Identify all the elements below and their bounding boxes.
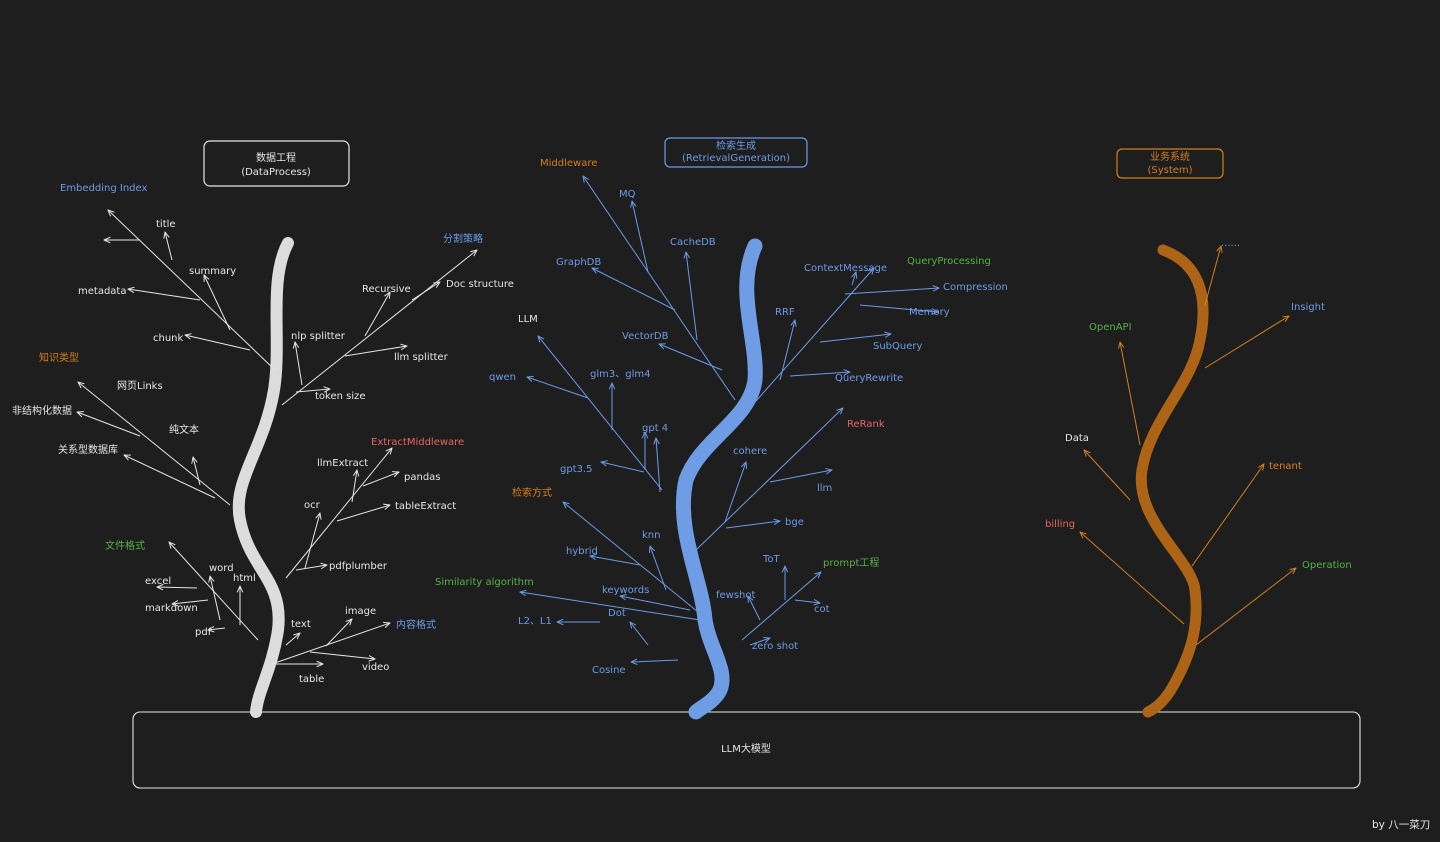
label-tenant: tenant [1269, 461, 1302, 472]
label-knn: knn [642, 530, 660, 541]
label-subquery: SubQuery [873, 341, 923, 352]
label-context-message: ContextMessage [804, 263, 887, 274]
label-data: Data [1065, 433, 1089, 444]
label-mq: MQ [619, 189, 636, 200]
label-billing: billing [1045, 519, 1075, 530]
label-doc-structure: Doc structure [446, 279, 514, 290]
header-system-line1: 业务系统 [1150, 150, 1190, 163]
header-data-process: 数据工程 (DataProcess) [203, 140, 350, 187]
label-token-size: token size [315, 391, 366, 402]
label-zero-shot: zero shot [752, 641, 798, 652]
trunk-data-process [232, 237, 294, 718]
label-rrf: RRF [775, 307, 795, 318]
branches-retrieval [520, 176, 939, 662]
branches-data-process [77, 210, 477, 664]
label-metadata: metadata [78, 286, 126, 297]
label-relational-db: 关系型数据库 [58, 443, 118, 456]
label-table-extract: tableExtract [395, 501, 456, 512]
label-graphdb: GraphDB [556, 257, 601, 268]
label-tot: ToT [762, 554, 781, 565]
label-keywords: keywords [602, 585, 649, 596]
label-hybrid: hybrid [566, 546, 598, 557]
trunk-retrieval [675, 238, 763, 720]
label-cot: cot [814, 604, 830, 615]
label-ellipsis: ...... [1221, 238, 1240, 249]
label-unstructured-data: 非结构化数据 [12, 404, 72, 417]
header-retrieval-generation: 检索生成 (RetrievalGeneration) [664, 137, 808, 168]
label-table: table [299, 674, 324, 685]
label-web-links: 网页Links [117, 380, 163, 392]
label-content-format: 内容格式 [396, 618, 436, 631]
header-system: 业务系统 (System) [1116, 148, 1224, 179]
label-vectordb: VectorDB [622, 331, 669, 342]
header-retrieval-line2: (RetrievalGeneration) [682, 153, 790, 164]
label-title: title [156, 219, 176, 230]
label-pdf: pdf [195, 627, 212, 638]
llm-base: LLM大模型 [132, 711, 1361, 789]
label-pandas: pandas [404, 472, 441, 483]
label-plain-text: 纯文本 [169, 423, 199, 436]
label-cosine: Cosine [592, 665, 626, 676]
label-query-processing: QueryProcessing [907, 256, 991, 267]
label-file-format: 文件格式 [105, 539, 145, 552]
label-insight: Insight [1291, 302, 1325, 313]
label-llm-extract: llmExtract [317, 458, 368, 469]
label-qwen: qwen [489, 372, 516, 383]
labels-retrieval: Middleware MQ CacheDB GraphDB VectorDB L… [435, 158, 1008, 676]
label-knowledge-type: 知识类型 [39, 351, 79, 364]
label-text: text [291, 619, 311, 630]
label-gpt4: gpt 4 [642, 423, 668, 434]
label-excel: excel [145, 576, 171, 587]
label-openapi: OpenAPI [1089, 322, 1132, 333]
label-cohere: cohere [733, 446, 767, 457]
branches-system [1080, 246, 1296, 646]
header-system-line2: (System) [1147, 165, 1192, 176]
header-data-line1: 数据工程 [256, 151, 296, 164]
label-ocr: ocr [304, 500, 321, 511]
label-prompt-eng: prompt工程 [823, 557, 879, 569]
label-rerank: ReRank [847, 419, 885, 430]
label-l2l1: L2、L1 [518, 616, 552, 627]
trunk-system [1135, 244, 1209, 718]
label-retrieval-method: 检索方式 [512, 486, 552, 499]
label-glm: glm3、glm4 [590, 369, 650, 380]
label-dot: Dot [608, 608, 626, 619]
label-fewshot: fewshot [716, 590, 756, 601]
label-gpt35: gpt3.5 [560, 464, 593, 475]
label-image: image [345, 606, 376, 617]
label-embedding-index: Embedding Index [60, 183, 148, 194]
label-compression: Compression [943, 282, 1008, 293]
label-middleware: Middleware [540, 158, 597, 169]
label-word: word [209, 563, 234, 574]
header-retrieval-line1: 检索生成 [716, 139, 756, 152]
label-cachedb: CacheDB [670, 237, 716, 248]
labels-data-process: Embedding Index title summary metadata c… [12, 183, 514, 685]
label-llm-splitter: llm splitter [394, 352, 449, 363]
label-split-strategy: 分割策略 [443, 232, 483, 245]
label-memory: Memory [909, 307, 950, 318]
label-pdfplumber: pdfplumber [329, 561, 388, 572]
label-video: video [362, 662, 389, 673]
label-summary: summary [189, 266, 236, 277]
label-operation: Operation [1302, 560, 1352, 571]
label-recursive: Recursive [362, 284, 411, 295]
label-bge: bge [785, 517, 804, 528]
label-llm-upper: LLM [518, 314, 538, 325]
footer-credit: by 八一菜刀 [1372, 819, 1430, 831]
header-data-line2: (DataProcess) [241, 167, 311, 178]
label-llm-lower: llm [817, 483, 832, 494]
label-html: html [233, 573, 256, 584]
label-query-rewrite: QueryRewrite [835, 373, 903, 384]
llm-base-label: LLM大模型 [721, 742, 771, 755]
label-nlp-splitter: nlp splitter [291, 331, 346, 342]
label-similarity: Similarity algorithm [435, 577, 534, 588]
label-chunk: chunk [153, 333, 184, 344]
label-extract-middleware: ExtractMiddleware [371, 437, 464, 448]
label-markdown: markdown [145, 603, 198, 614]
labels-system: ...... OpenAPI Insight Data tenant billi… [1045, 238, 1352, 571]
